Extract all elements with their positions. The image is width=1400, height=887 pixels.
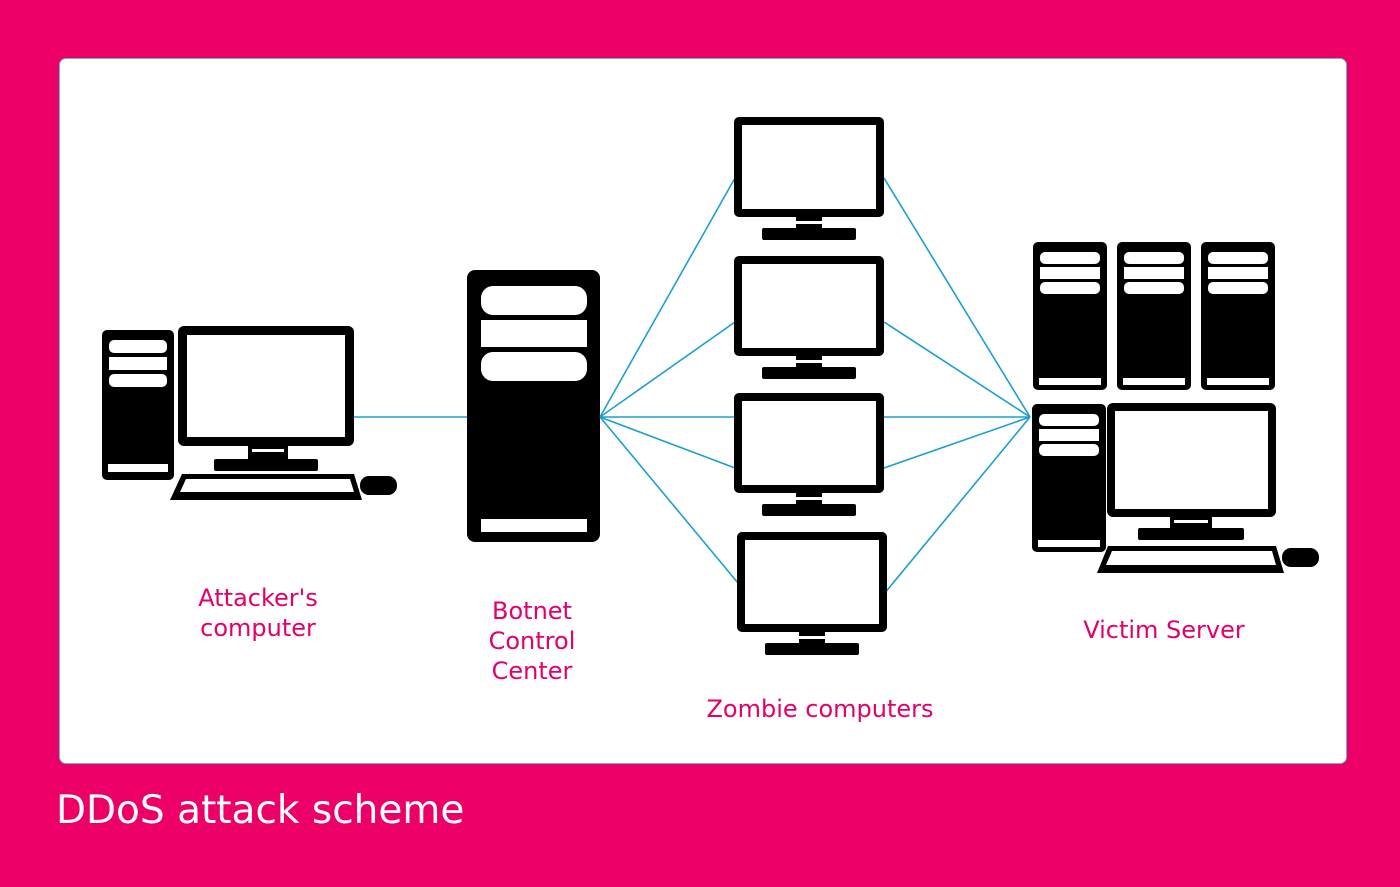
desktop-computer-icon (102, 326, 397, 500)
botnet-label-line1: Botnet (492, 597, 572, 625)
botnet-to-zombie-2-line (599, 321, 736, 418)
zombie-5-to-victim-line (883, 416, 1031, 595)
attacker-label: Attacker's computer (178, 583, 338, 643)
botnet-to-zombie-5-line (599, 416, 739, 584)
zombie-2-to-victim-line (883, 321, 1031, 418)
zombie-1-to-victim-line (883, 177, 1031, 418)
monitor-icon (734, 393, 884, 516)
diagram-caption: DDoS attack scheme (56, 788, 465, 833)
botnet-label: Botnet Control Center (462, 596, 602, 686)
zombie-4-to-victim-line (883, 416, 1031, 469)
monitor-icon (737, 532, 887, 655)
victim-label: Victim Server (1083, 616, 1245, 644)
attacker-label-line2: computer (200, 614, 316, 642)
connection-lines (354, 177, 1031, 595)
monitor-icon (734, 256, 884, 379)
botnet-to-zombie-1-line (599, 177, 736, 418)
botnet-label-line2: Control (488, 627, 576, 655)
botnet-label-line3: Center (491, 657, 573, 685)
attacker-label-line1: Attacker's (198, 584, 318, 612)
monitor-icon (734, 117, 884, 240)
zombie-label: Zombie computers (706, 695, 934, 723)
server-cluster-icon (1032, 242, 1319, 573)
botnet-to-zombie-4-line (599, 416, 736, 469)
server-tower-icon (467, 270, 600, 542)
